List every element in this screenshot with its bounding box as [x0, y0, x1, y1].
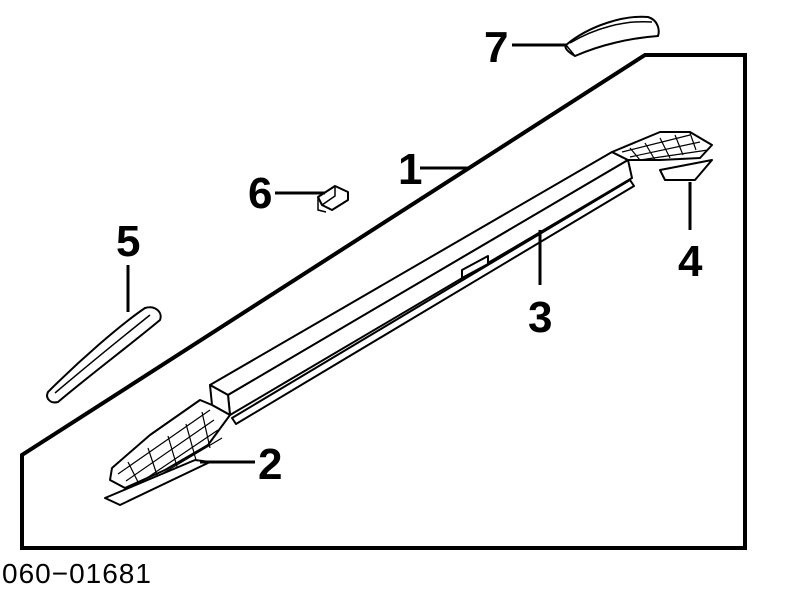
part-6-clip	[317, 185, 349, 213]
part-3-molding	[231, 179, 635, 425]
callout-6: 6	[248, 169, 272, 218]
part-4-rear-pad	[659, 159, 713, 181]
diagram-frame	[20, 53, 747, 550]
reference-code: 060−01681	[2, 558, 152, 589]
part-7-end-cap	[564, 15, 660, 57]
callout-2: 2	[258, 440, 282, 489]
part-1-roof-rail	[109, 131, 713, 489]
part-5-front-cover	[46, 306, 162, 404]
callout-3: 3	[528, 293, 552, 342]
callout-4: 4	[678, 237, 703, 286]
callout-7: 7	[484, 23, 508, 72]
callout-1: 1	[398, 145, 422, 194]
callout-5: 5	[116, 217, 140, 266]
